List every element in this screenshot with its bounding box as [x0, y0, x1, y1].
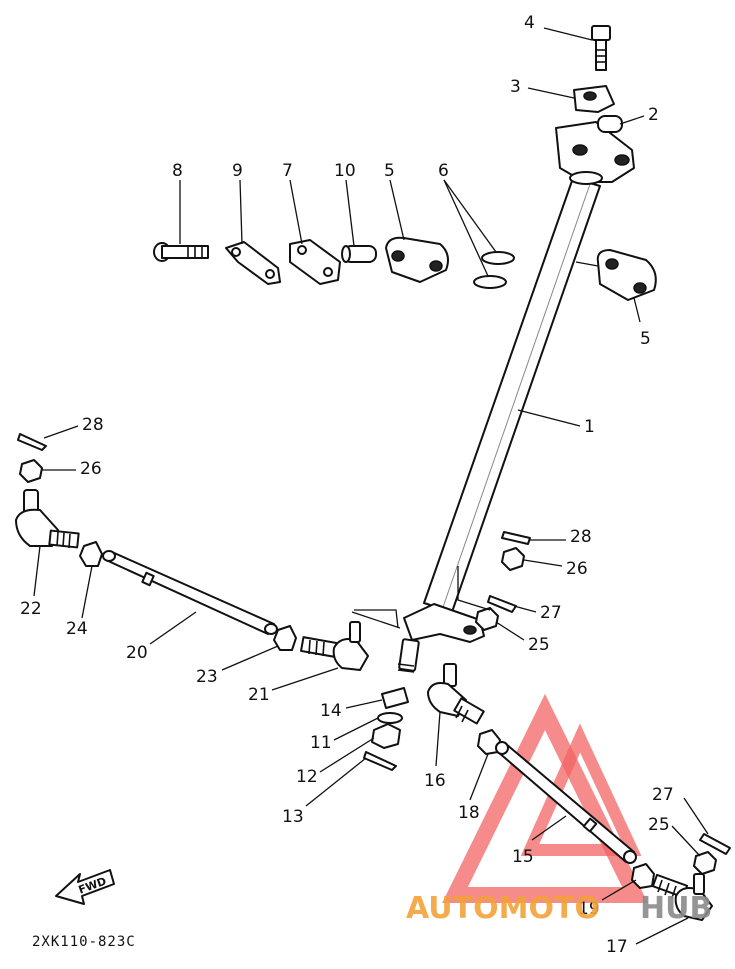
watermark-text: AUTOMOTO HUB	[406, 891, 712, 926]
callout-15: 15	[512, 847, 534, 867]
nut-25-upper	[475, 607, 499, 631]
callout-20: 20	[126, 643, 148, 663]
callout-27-upper: 27	[540, 603, 562, 623]
steering-shaft	[397, 121, 635, 673]
callout-26-right: 26	[566, 559, 588, 579]
callout-14: 14	[320, 701, 342, 721]
clamp-cap	[573, 85, 615, 113]
cotter-pin-left	[17, 433, 47, 451]
collar-14	[381, 687, 409, 709]
callout-9: 9	[232, 161, 243, 181]
watermark-tail: HUB	[640, 891, 712, 926]
lock-plate	[225, 241, 281, 285]
callout-13: 13	[282, 807, 304, 827]
castle-nut-left	[19, 459, 43, 483]
top-bolt	[591, 25, 611, 71]
locknut-19	[631, 863, 655, 889]
callout-27-lower: 27	[652, 785, 674, 805]
callout-25-upper: 25	[528, 635, 550, 655]
tie-rod-end-16	[427, 663, 485, 725]
callout-21: 21	[248, 685, 270, 705]
collar	[341, 245, 377, 263]
locknut-left	[79, 541, 103, 567]
callout-5-right: 5	[640, 329, 651, 349]
callout-28-right: 28	[570, 527, 592, 547]
callout-2: 2	[648, 105, 659, 125]
tie-rod-end-left	[15, 489, 80, 549]
watermark-triangle-outer	[442, 693, 648, 903]
callout-22: 22	[20, 599, 42, 619]
shaft-holder-right	[596, 249, 657, 301]
washer-11	[377, 712, 403, 724]
callout-18: 18	[458, 803, 480, 823]
callout-7: 7	[282, 161, 293, 181]
drawing-code: 2XK110-823C	[32, 934, 136, 950]
callout-1: 1	[584, 417, 595, 437]
callout-labels: 4 3 2 8 9 7 10 5 6 5 1 28 26 22 24 20 23…	[20, 13, 674, 957]
holder-plate	[289, 239, 341, 285]
callout-25-lower: 25	[648, 815, 670, 835]
callout-23: 23	[196, 667, 218, 687]
callout-11: 11	[310, 733, 332, 753]
callout-12: 12	[296, 767, 318, 787]
tie-rod-left	[102, 550, 278, 635]
nut-25-lower	[693, 851, 717, 875]
shaft-holder-left	[385, 236, 449, 283]
tie-rod-end-17	[651, 873, 713, 921]
cotter-pin-right-upper	[501, 531, 531, 545]
tie-rod-end-inner	[300, 621, 369, 671]
callout-10: 10	[334, 161, 356, 181]
holder-bolt	[153, 242, 209, 262]
callout-5-upper: 5	[384, 161, 395, 181]
callout-6: 6	[438, 161, 449, 181]
leader-lines	[33, 27, 709, 945]
callout-19: 19	[578, 899, 600, 919]
callout-8: 8	[172, 161, 183, 181]
callout-4: 4	[524, 13, 535, 33]
castle-nut-right-upper	[501, 547, 525, 571]
washers	[473, 251, 515, 289]
callout-28-left: 28	[82, 415, 104, 435]
callout-26-left: 26	[80, 459, 102, 479]
nut-12	[371, 723, 401, 749]
locknut-left-inner	[273, 625, 297, 651]
watermark-main: AUTOMOTO	[406, 891, 600, 926]
bushing-part	[597, 115, 623, 133]
callout-16: 16	[424, 771, 446, 791]
callout-24: 24	[66, 619, 88, 639]
fwd-arrow: FWD	[55, 869, 115, 905]
cotter-pin-27-lower	[699, 833, 731, 855]
fwd-label: FWD	[77, 875, 108, 897]
callout-17: 17	[606, 937, 628, 957]
tie-rod-15	[495, 741, 637, 864]
callout-3: 3	[510, 77, 521, 97]
cotter-pin-13	[363, 751, 397, 771]
cotter-pin-27-upper	[487, 595, 517, 613]
